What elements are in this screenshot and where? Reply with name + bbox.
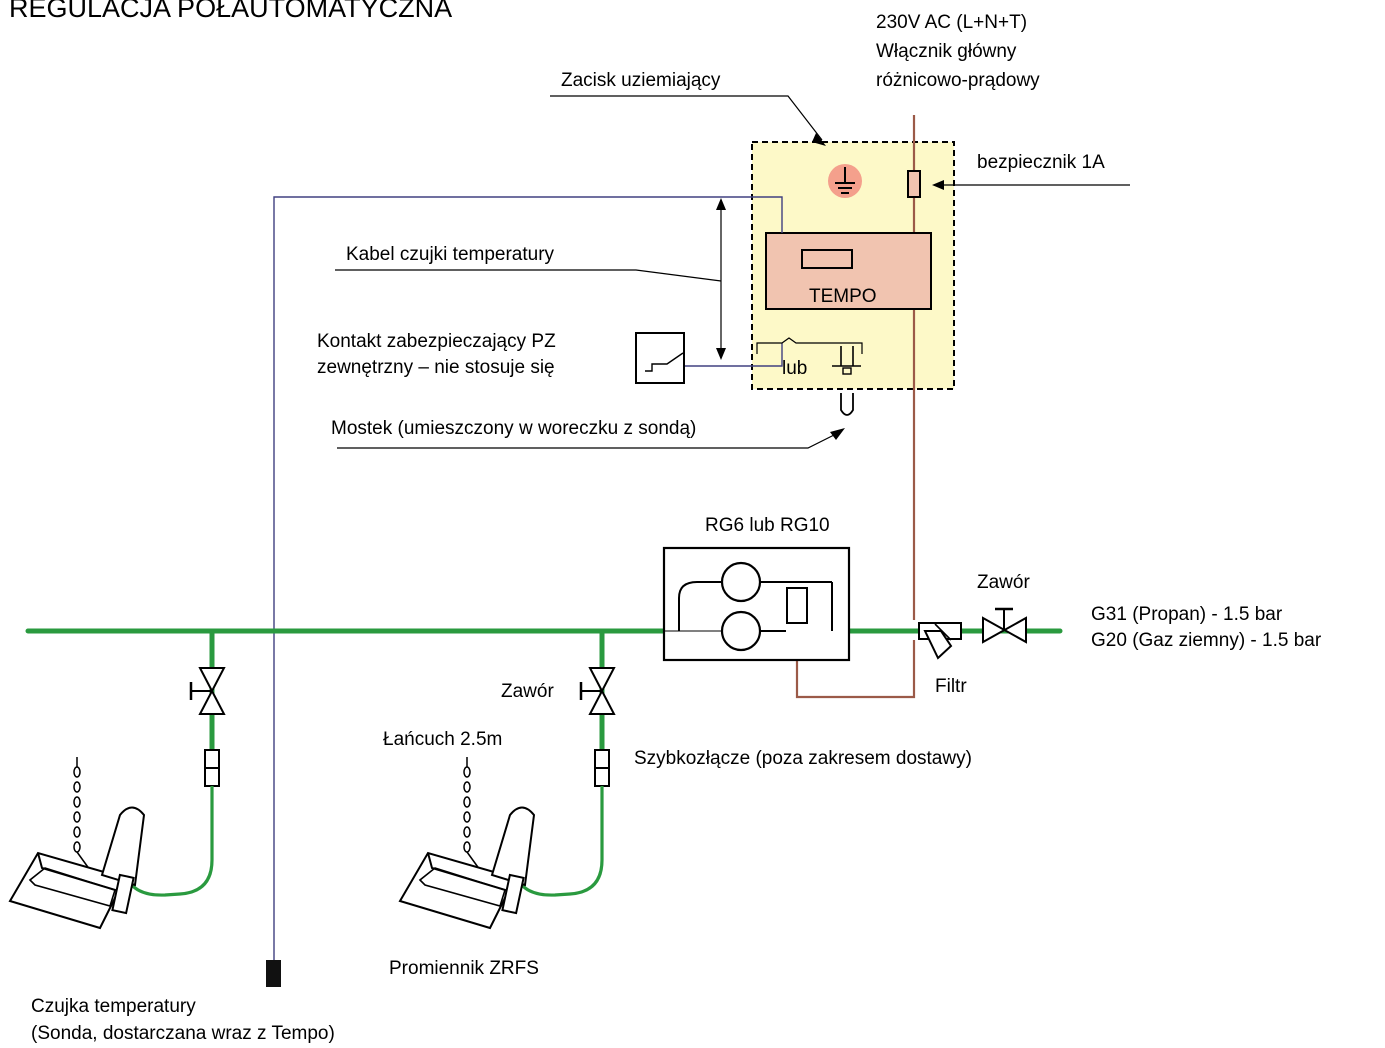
coupling-icon [594,749,610,787]
sensor-label-line1: Czujka temperatury [31,996,196,1017]
main-switch-label: Włącznik główny [876,41,1017,62]
contact-label-line2: zewnętrzny – nie stosuje się [317,357,555,378]
bridge-leader [337,431,841,449]
fuse-label: bezpiecznik 1A [977,152,1105,173]
bridge-label: Mostek (umieszczony w woreczku z sondą) [331,418,696,439]
coupling-label: Szybkozłącze (poza zakresem dostawy) [634,748,972,769]
radiant-heater-icon [8,757,146,930]
power-supply-label: 230V AC (L+N+T) [876,12,1027,33]
regulator-icon [662,546,851,662]
sensor-cable [273,196,783,960]
filter-icon [918,622,962,660]
regulator-label: RG6 lub RG10 [705,515,830,536]
bridge-icon [840,393,854,416]
contact-cable [685,343,783,367]
valve-right-label: Zawór [977,572,1030,593]
external-contact-icon [635,332,685,384]
filter-label: Filtr [935,676,967,697]
radiant-heater-icon [398,757,536,930]
ground-clamp-label: Zacisk uziemiający [561,70,721,91]
valve-icon [189,667,226,715]
gas-hose-middle [518,786,604,897]
valve-icon [579,667,616,715]
lub-label: lub [782,358,807,379]
radiator-label: Promiennik ZRFS [389,958,539,979]
valve-icon [982,607,1027,644]
fuse-icon [907,170,921,198]
sensor-cable-leader [335,269,722,282]
temperature-probe-icon [266,960,281,987]
tempo-controller [765,232,932,310]
sensor-label-line2: (Sonda, dostarczana wraz z Tempo) [31,1023,335,1044]
bridge-socket-icon [832,346,861,375]
sensor-cable-label: Kabel czujki temperatury [346,244,555,265]
tempo-label: TEMPO [809,286,877,307]
valve-mid-label: Zawór [501,681,554,702]
gas-hose-left [128,786,214,897]
page-title: I REGULACJA PÓŁAUTOMATYCZNA [0,0,452,23]
gas-propane-label: G31 (Propan) - 1.5 bar [1091,604,1283,625]
ground-symbol-icon [828,164,862,198]
radiator-model: ZRFS [489,958,539,979]
ground-clamp-leader [550,95,823,141]
tempo-terminal-bracket [756,337,863,354]
contact-label-line1: Kontakt zabezpieczający PZ [317,331,556,352]
coupling-icon [204,749,220,787]
gas-natural-label: G20 (Gaz ziemny) - 1.5 bar [1091,630,1322,651]
rcd-label: różnicowo-prądowy [876,70,1040,91]
tempo-display [801,249,853,269]
chain-label: Łańcuch 2.5m [383,729,502,750]
